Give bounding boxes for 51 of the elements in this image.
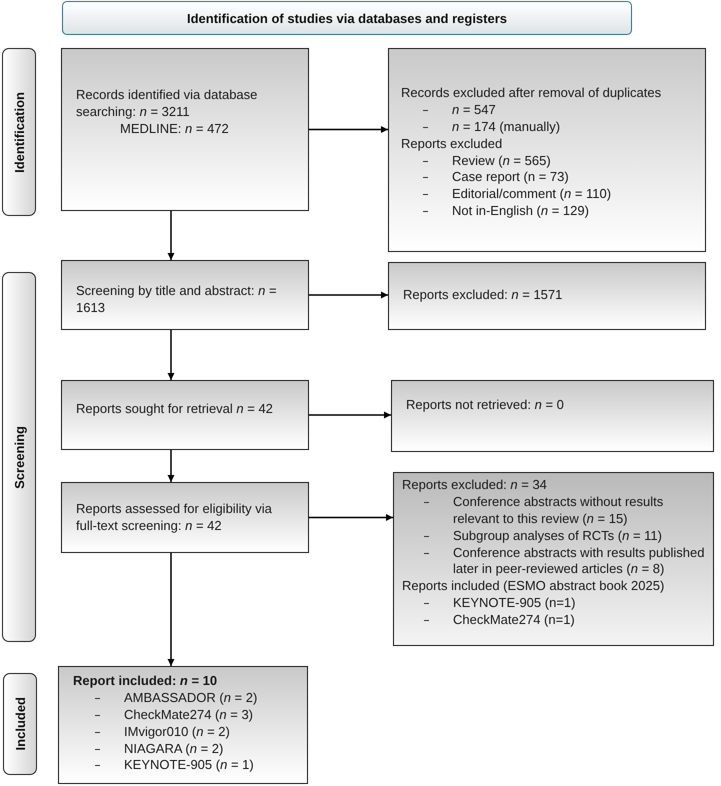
arrow <box>309 292 388 298</box>
list-item-text: Subgroup analyses of RCTs (n = 11) <box>453 528 663 545</box>
list-item-text: Conference abstracts with results published later in peer-reviewed articles (n = 8) <box>453 544 705 578</box>
box-text: Reports excluded: n = 34 <box>402 477 548 494</box>
list-item-text: KEYNOTE-905 (n=1) <box>453 595 576 612</box>
box-text: Reports included (ESMO abstract book 2025) <box>402 578 666 596</box>
arrow <box>168 211 174 260</box>
phase-label-box <box>3 673 37 775</box>
process-box <box>388 262 706 330</box>
arrow <box>168 553 174 666</box>
list-item-text: n = 174 (manually) <box>452 118 562 136</box>
database-count-text: MEDLINE: n = 472 <box>119 120 230 138</box>
arrow <box>309 514 393 521</box>
box-text: Records excluded after removal of duplicates <box>401 85 662 102</box>
list-item-text: Review (n = 565) <box>452 152 552 170</box>
box-text: Screening by title and abstract: n = 1613 <box>76 283 278 317</box>
process-box <box>388 48 706 252</box>
header-banner: Identification of studies via databases and registers <box>62 1 632 35</box>
list-item-text: Not in-English (n = 129) <box>452 203 590 220</box>
process-box <box>61 260 309 330</box>
arrow <box>309 412 391 418</box>
phase-label: Included <box>12 697 28 751</box>
process-box <box>61 482 309 553</box>
phase-label-box <box>2 272 36 642</box>
box-text: Reports sought for retrieval n = 42 <box>76 401 274 418</box>
process-box <box>391 380 714 452</box>
box-text: Reports not retrieved: n = 0 <box>406 397 565 414</box>
arrow <box>168 330 174 380</box>
list-item-text: n = 547 <box>452 102 497 119</box>
list-item-text: KEYNOTE-905 (n = 1) <box>124 757 255 774</box>
phase-label: Screening <box>12 426 26 488</box>
process-box <box>58 666 308 784</box>
list-item-text: Editorial/comment (n = 110) <box>452 186 612 204</box>
phase-label: Identification <box>12 92 26 172</box>
box-text: Reports excluded <box>401 136 504 153</box>
phase-label-box <box>2 48 36 216</box>
box-text: Reports excluded: n = 1571 <box>403 287 564 304</box>
list-item-text: AMBASSADOR (n = 2) <box>124 690 258 707</box>
list-item-text: Case report (n = 73) <box>452 169 570 186</box>
process-box <box>393 472 714 646</box>
list-item-text: NIAGARA (n = 2) <box>124 740 224 758</box>
list-item-text: Conference abstracts without results relevant to this review (n = 15) <box>453 494 664 528</box>
arrow <box>309 126 388 133</box>
arrow <box>168 450 174 482</box>
box-text: Reports assessed for eligibility via full-text screening: n = 42 <box>76 501 273 535</box>
list-item-text: CheckMate274 (n=1) <box>453 612 576 630</box>
box-heading: Report included: n = 10 <box>73 673 218 690</box>
list-item-text: IMvigor010 (n = 2) <box>124 724 231 741</box>
process-box <box>61 48 309 211</box>
process-box <box>61 380 309 450</box>
list-item-text: CheckMate274 (n = 3) <box>124 706 254 724</box>
